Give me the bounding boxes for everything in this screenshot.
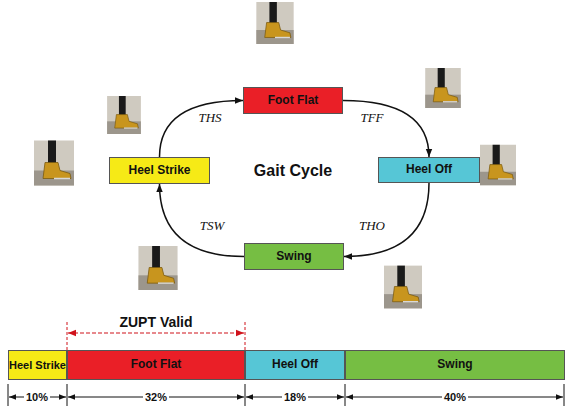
transition-time: THO xyxy=(357,219,387,234)
gait-photo xyxy=(256,2,293,44)
phase-name: Foot Flat xyxy=(131,358,182,371)
phase-box: Heel Strike xyxy=(109,157,210,184)
cycle-arrow xyxy=(343,101,429,158)
gait-photo xyxy=(138,246,177,290)
gait-photo xyxy=(34,141,74,186)
cycle-arrow xyxy=(344,183,429,257)
transition-time: TFF xyxy=(358,111,385,126)
percent-label: 32% xyxy=(143,391,169,404)
gait-photo xyxy=(480,145,516,186)
percent-label: 18% xyxy=(282,391,308,404)
phase-name: Heel Off xyxy=(406,163,452,176)
zupt-label: ZUPT Valid xyxy=(117,314,194,330)
timeline-band: Heel Strike xyxy=(8,350,67,380)
gait-photos xyxy=(34,2,516,308)
percent-label: 40% xyxy=(442,391,468,404)
timeline-band: Foot Flat xyxy=(67,350,245,380)
cycle-arrow xyxy=(160,101,244,158)
cycle-arrow xyxy=(160,184,245,257)
phase-name: Swing xyxy=(276,250,311,263)
timeline-band: Heel Off xyxy=(245,350,345,380)
timeline-band: Swing xyxy=(345,350,565,380)
percent-label: 10% xyxy=(24,391,50,404)
gait-photo xyxy=(425,68,461,108)
phase-name: Heel Strike xyxy=(9,359,66,371)
phase-box: Foot Flat xyxy=(243,87,343,114)
phase-name: Swing xyxy=(437,358,472,371)
dimension-lines xyxy=(8,384,564,406)
phase-box: Swing xyxy=(244,243,344,270)
phase-name: Foot Flat xyxy=(268,94,319,107)
phase-name: Heel Off xyxy=(272,358,318,371)
transition-time: TSW xyxy=(198,219,227,234)
gait-photo xyxy=(107,96,141,134)
phase-name: Heel Strike xyxy=(128,164,190,177)
transition-time: THS xyxy=(196,111,223,126)
gait-photo xyxy=(384,266,422,309)
cycle-title: Gait Cycle xyxy=(252,162,334,180)
phase-box: Heel Off xyxy=(378,157,480,183)
